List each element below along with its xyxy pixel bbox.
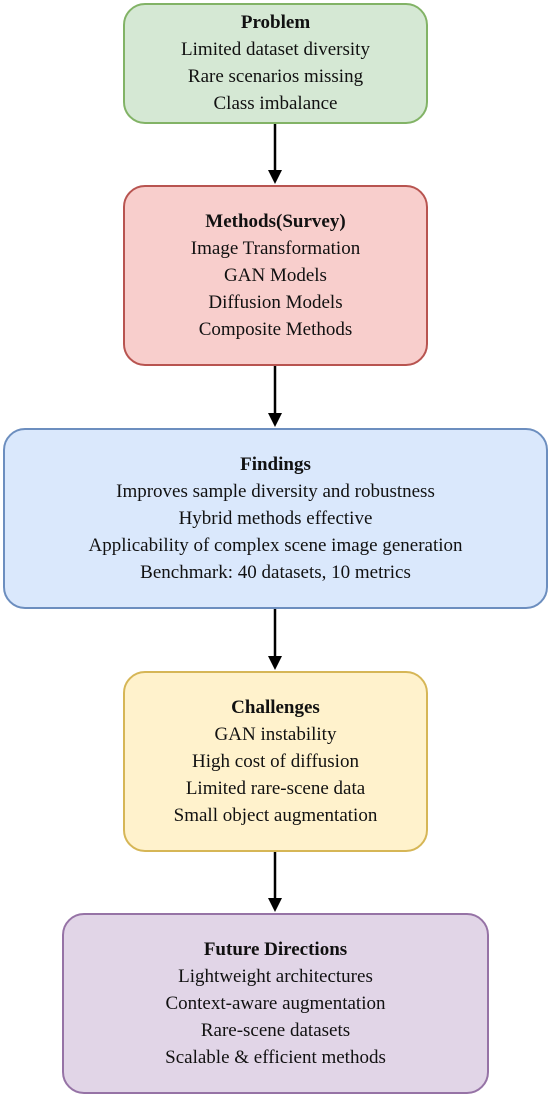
findings-lines: Improves sample diversity and robustness…	[88, 478, 462, 586]
findings-line: Hybrid methods effective	[178, 507, 373, 529]
problem-line: Limited dataset diversity	[181, 39, 370, 60]
challenges-line: GAN instability	[214, 723, 337, 745]
arrow-challenges-to-future	[268, 852, 282, 912]
problem-lines: Limited dataset diversity Rare scenarios…	[181, 36, 370, 117]
future-directions-line: Lightweight architectures	[178, 965, 373, 987]
findings-line: Improves sample diversity and robustness	[116, 480, 435, 502]
arrow-findings-to-challenges	[268, 609, 282, 670]
future-directions-lines: Lightweight architectures Context-aware …	[165, 963, 386, 1071]
problem-line: Class imbalance	[213, 93, 338, 114]
arrow-methods-to-findings	[268, 366, 282, 427]
challenges-box: Challenges GAN instability High cost of …	[123, 671, 428, 852]
methods-line: Image Transformation	[190, 237, 361, 259]
findings-box: Findings Improves sample diversity and r…	[3, 428, 548, 609]
findings-line: Applicability of complex scene image gen…	[88, 534, 463, 556]
methods-line: Diffusion Models	[208, 291, 343, 313]
future-directions-line: Rare-scene datasets	[200, 1019, 351, 1041]
methods-title: Methods(Survey)	[205, 210, 346, 232]
challenges-line: Limited rare-scene data	[185, 777, 366, 799]
arrow-problem-to-methods	[268, 124, 282, 184]
methods-lines: Image Transformation GAN Models Diffusio…	[191, 235, 360, 343]
future-directions-title: Future Directions	[203, 938, 348, 960]
problem-title: Problem	[240, 12, 311, 33]
methods-line: Composite Methods	[198, 318, 353, 340]
future-directions-line: Scalable & efficient methods	[165, 1046, 386, 1068]
future-directions-box: Future Directions Lightweight architectu…	[62, 913, 489, 1094]
challenges-line: Small object augmentation	[173, 804, 378, 826]
future-directions-line: Context-aware augmentation	[165, 992, 386, 1014]
findings-line: Benchmark: 40 datasets, 10 metrics	[140, 561, 411, 583]
methods-line: GAN Models	[224, 264, 327, 286]
findings-title: Findings	[240, 453, 311, 475]
challenges-line: High cost of diffusion	[192, 750, 359, 772]
problem-line: Rare scenarios missing	[187, 66, 364, 87]
challenges-lines: GAN instability High cost of diffusion L…	[174, 721, 378, 829]
methods-box: Methods(Survey) Image Transformation GAN…	[123, 185, 428, 366]
challenges-title: Challenges	[231, 696, 320, 718]
problem-box: Problem Limited dataset diversity Rare s…	[123, 3, 428, 124]
